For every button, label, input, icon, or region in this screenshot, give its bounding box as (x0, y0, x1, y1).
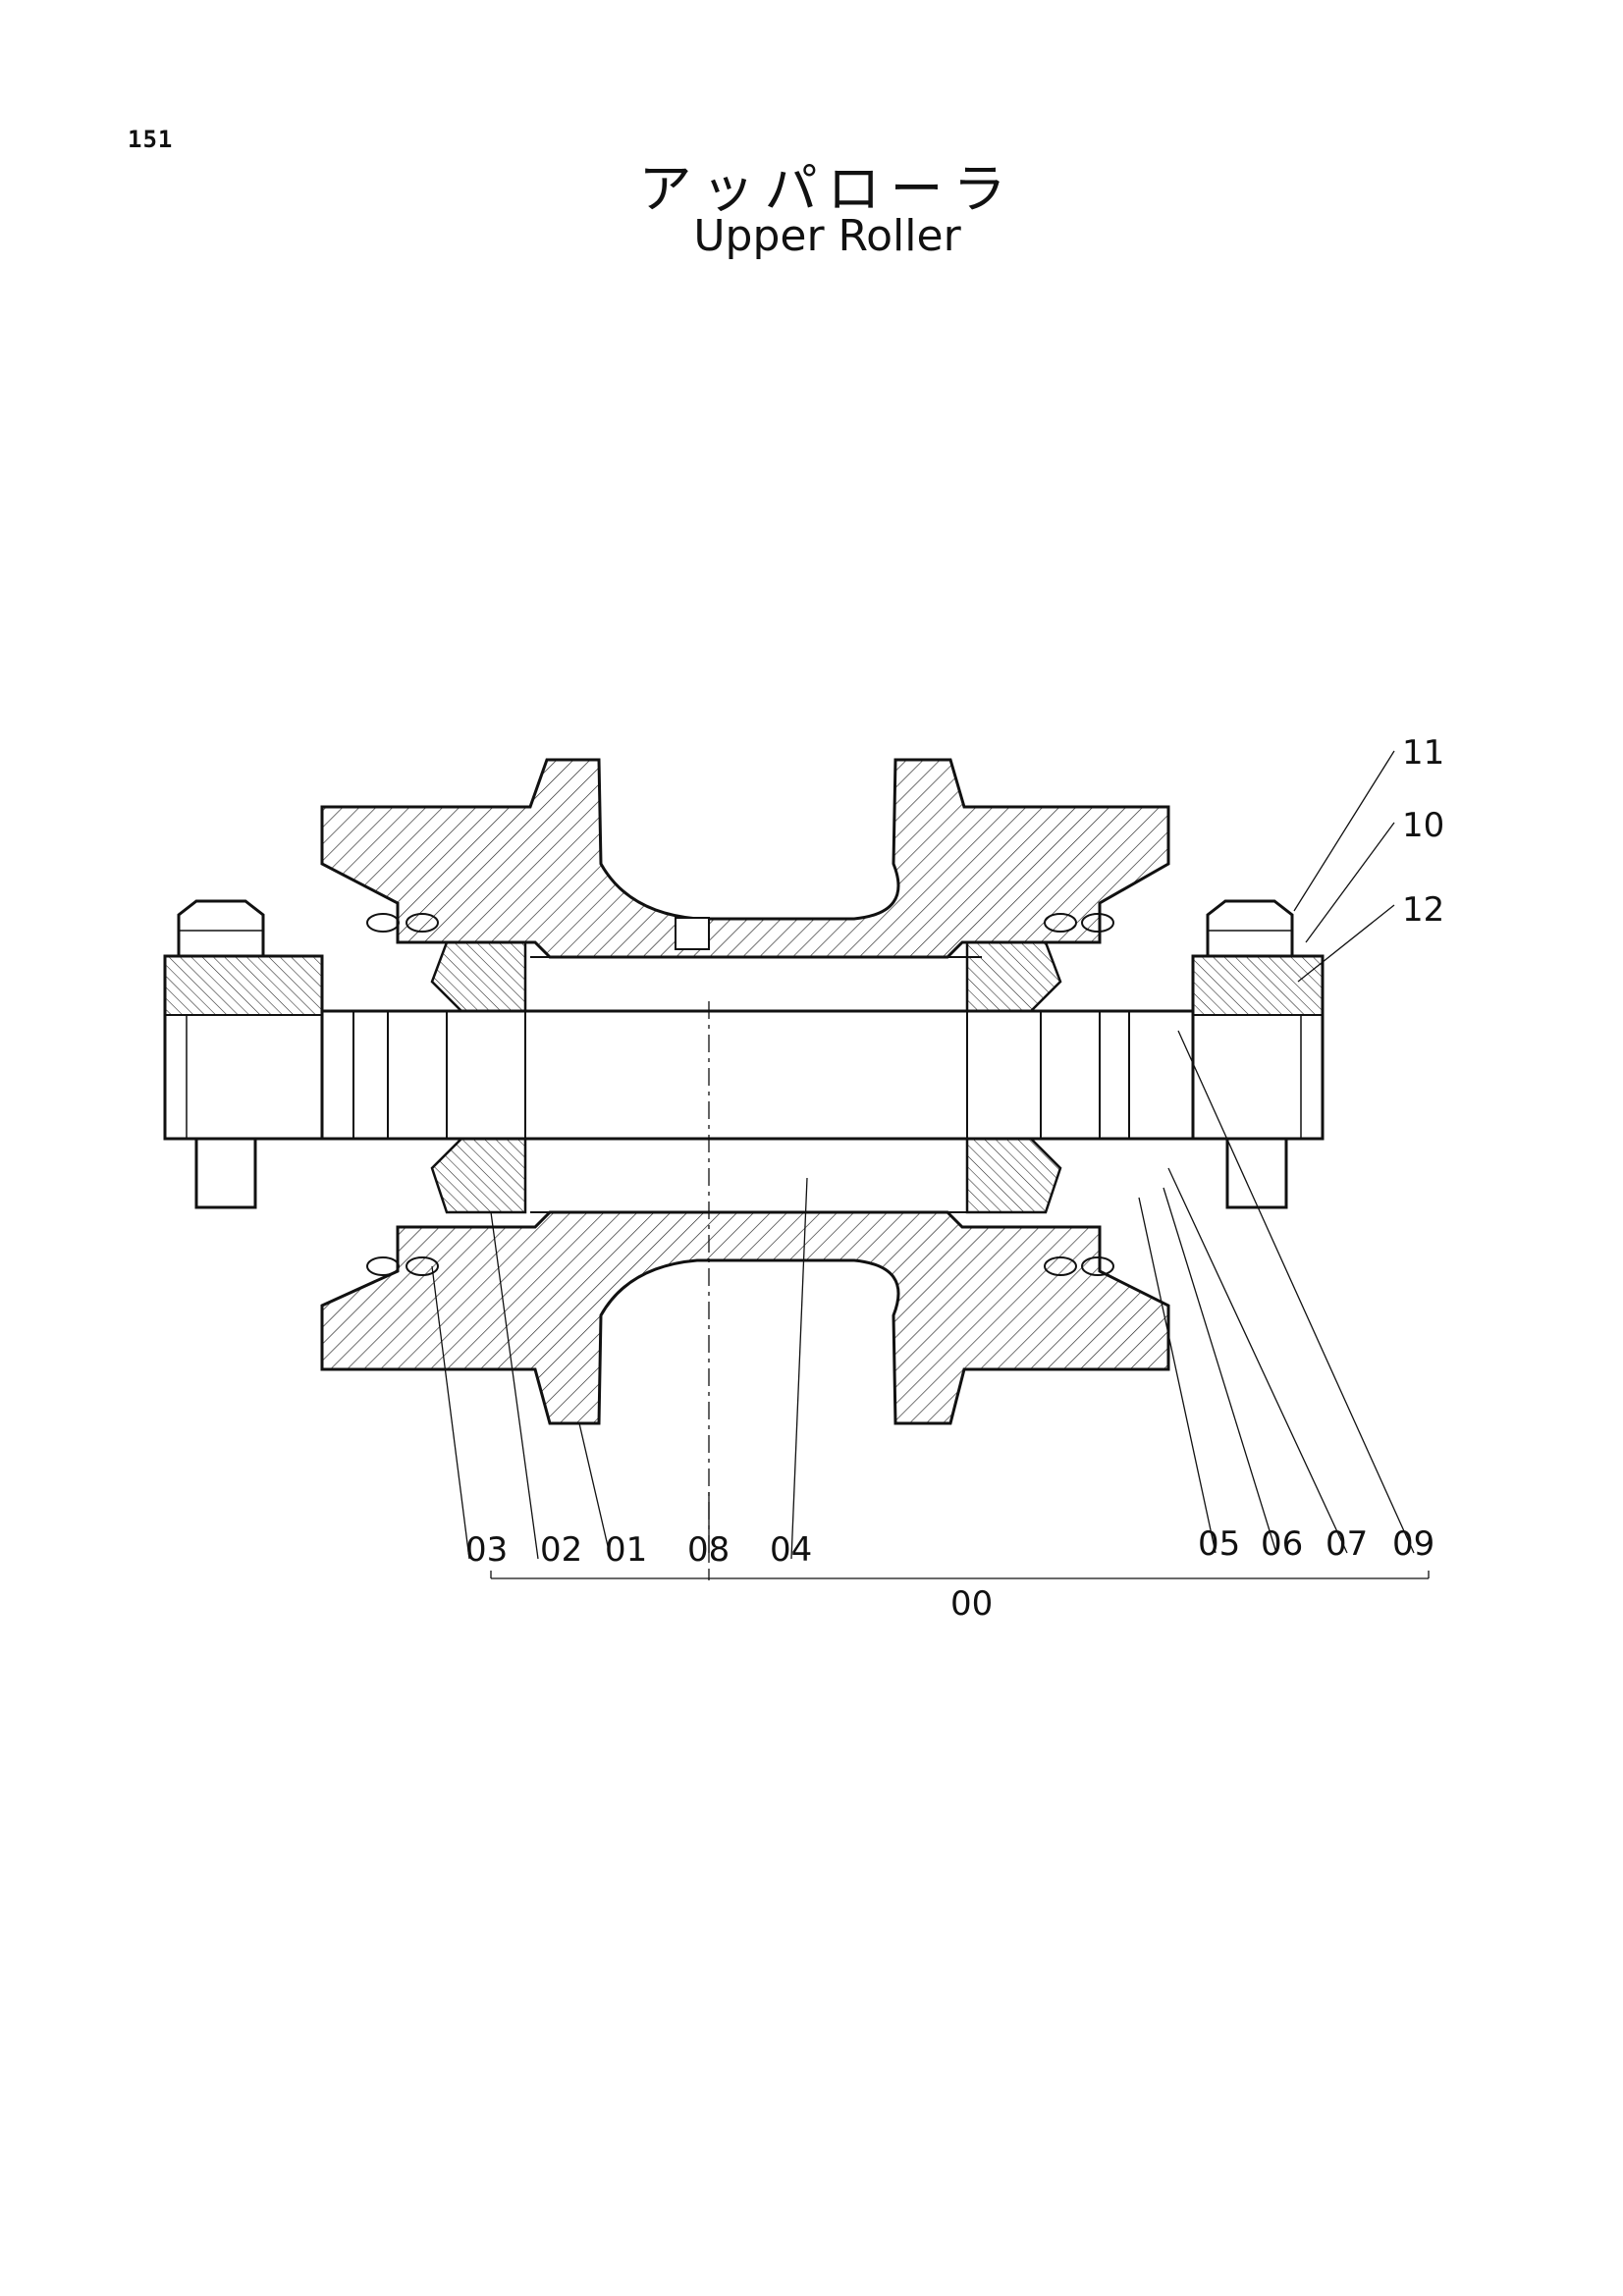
callout-10: 10 (1402, 806, 1444, 845)
callout-05: 05 (1198, 1524, 1240, 1564)
callout-06: 06 (1261, 1524, 1303, 1564)
title-english: Upper Roller (693, 211, 961, 261)
left-bearing-lower (430, 1137, 527, 1214)
title-japanese: アッパローラ (638, 158, 1016, 220)
roller-body-upper (320, 758, 1170, 959)
right-bearing-lower (965, 1137, 1062, 1214)
callout-11: 11 (1402, 733, 1444, 773)
floating-seals (366, 913, 1114, 1276)
left-bearing-upper (430, 940, 527, 1013)
callout-01: 01 (605, 1530, 647, 1570)
right-bearing-upper (965, 940, 1062, 1013)
callout-12: 12 (1402, 890, 1444, 930)
shaft (320, 1009, 1195, 1141)
callout-04: 04 (770, 1530, 812, 1570)
callout-02: 02 (540, 1530, 582, 1570)
callout-03: 03 (465, 1530, 508, 1570)
callout-08: 08 (687, 1530, 730, 1570)
page-number: 151 (128, 126, 174, 153)
callout-07: 07 (1325, 1524, 1368, 1564)
left-bolt-shank (194, 1137, 257, 1209)
roller-body-lower (320, 1210, 1170, 1425)
plug (675, 917, 710, 950)
right-bolt-head (1206, 899, 1294, 958)
callout-09: 09 (1392, 1524, 1434, 1564)
right-bolt-shank (1225, 1137, 1288, 1209)
callout-00: 00 (950, 1584, 993, 1624)
left-bolt-head (177, 899, 265, 958)
leader-lines (431, 750, 1430, 1579)
